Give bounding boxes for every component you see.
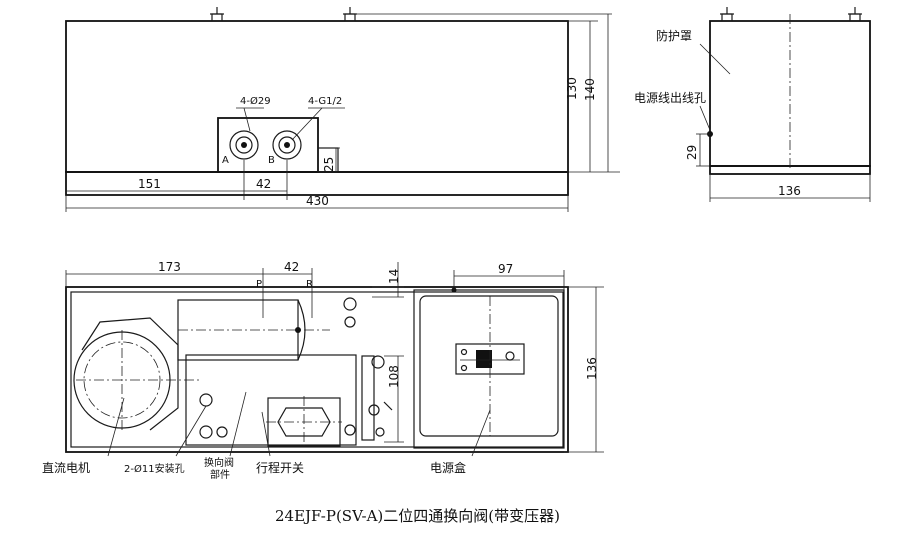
dim-front-25: 25 bbox=[322, 157, 336, 172]
port-b-label: B bbox=[268, 155, 275, 166]
top-frame-outer bbox=[65, 286, 569, 453]
port-dia-label: 4-Ø29 bbox=[240, 95, 271, 107]
dim-front-42: 42 bbox=[256, 177, 271, 191]
mount-hole-2 bbox=[199, 425, 213, 439]
dc-motor-label: 直流电机 bbox=[42, 461, 90, 475]
cable-hole-label: 电源线出线孔 bbox=[634, 91, 706, 105]
port-b-circle bbox=[272, 130, 302, 160]
valve-part-label-1: 换向阀 bbox=[204, 456, 234, 469]
mount-holes-label: 2-Ø11安装孔 bbox=[124, 462, 185, 475]
front-view: A B 4-Ø29 4-G1/2 130 140 25 151 42 430 bbox=[65, 7, 620, 212]
mount-hole-1 bbox=[199, 393, 213, 407]
valve-solenoid bbox=[177, 299, 330, 361]
switch-lever bbox=[361, 355, 393, 441]
port-thread-label: 4-G1/2 bbox=[308, 96, 342, 107]
dim-top-42: 42 bbox=[284, 260, 299, 274]
port-a-circle bbox=[229, 130, 259, 160]
power-box bbox=[413, 289, 565, 449]
dim-top-108: 108 bbox=[387, 365, 401, 388]
dim-top-173: 173 bbox=[158, 260, 181, 274]
top-knob-right bbox=[343, 7, 357, 22]
side-knob-left bbox=[720, 7, 734, 22]
top-view: 173 42 P R 14 bbox=[65, 260, 604, 457]
port-a-label: A bbox=[222, 155, 229, 166]
dim-top-136: 136 bbox=[585, 357, 599, 380]
guard-label: 防护罩 bbox=[656, 28, 692, 43]
dim-top-97: 97 bbox=[498, 262, 513, 276]
dc-motor bbox=[73, 317, 200, 431]
dim-side-136: 136 bbox=[778, 184, 801, 198]
dim-top-14: 14 bbox=[387, 269, 401, 284]
side-knob-right bbox=[848, 7, 862, 22]
valve-mount-plate bbox=[185, 354, 357, 446]
dim-front-130: 130 bbox=[565, 77, 579, 100]
port-r-label: R bbox=[306, 279, 313, 290]
limit-switch-label: 行程开关 bbox=[256, 460, 304, 475]
drawing-caption: 24EJF-P(SV-A)二位四通换向阀(带变压器) bbox=[275, 507, 560, 525]
dim-side-29: 29 bbox=[685, 145, 699, 160]
top-knob-left bbox=[210, 7, 224, 22]
power-box-label: 电源盒 bbox=[430, 460, 466, 475]
side-view: 防护罩 电源线出线孔 29 136 bbox=[634, 7, 871, 202]
dim-front-151: 151 bbox=[138, 177, 161, 191]
dim-front-430: 430 bbox=[306, 194, 329, 208]
valve-part-label-2: 部件 bbox=[210, 468, 230, 481]
limit-switch bbox=[266, 396, 342, 447]
dim-front-140: 140 bbox=[583, 78, 597, 101]
port-p-label: P bbox=[256, 279, 262, 290]
valve-port-block bbox=[217, 117, 319, 173]
